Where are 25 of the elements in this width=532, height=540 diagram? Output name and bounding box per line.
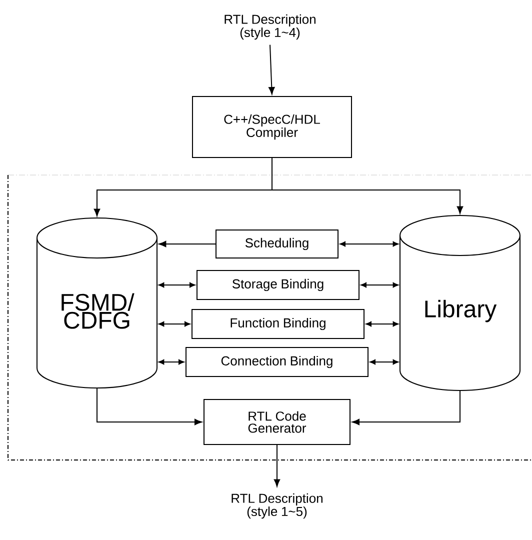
arrow: [268, 44, 275, 94]
arrow: [272, 158, 464, 214]
arrow: [366, 321, 398, 327]
process-box: Storage Binding: [196, 270, 360, 300]
process-box: Scheduling: [216, 230, 338, 258]
process-box: C++/SpecC/HDL Compiler: [192, 96, 352, 158]
process-box: RTL Code Generator: [204, 399, 350, 445]
text-label: RTL Description (style 1~5): [232, 493, 322, 519]
arrow: [370, 359, 398, 365]
arrow: [340, 241, 398, 247]
arrow: [158, 240, 216, 248]
arrow: [352, 390, 460, 426]
process-box: Function Binding: [192, 309, 364, 339]
arrow: [158, 321, 190, 327]
node-label: FSMD/ CDFG: [62, 293, 134, 329]
arrow: [360, 282, 398, 288]
node-label: Library: [425, 300, 497, 322]
arrow: [274, 444, 280, 487]
arrow: [158, 359, 184, 365]
database-cylinder: Library: [400, 215, 520, 391]
arrow: [158, 282, 196, 288]
arrow: [96, 388, 202, 426]
process-box: Connection Binding: [186, 347, 368, 377]
text-label: RTL Description (style 1~4): [224, 14, 316, 40]
database-cylinder: FSMD/ CDFG: [36, 218, 158, 388]
